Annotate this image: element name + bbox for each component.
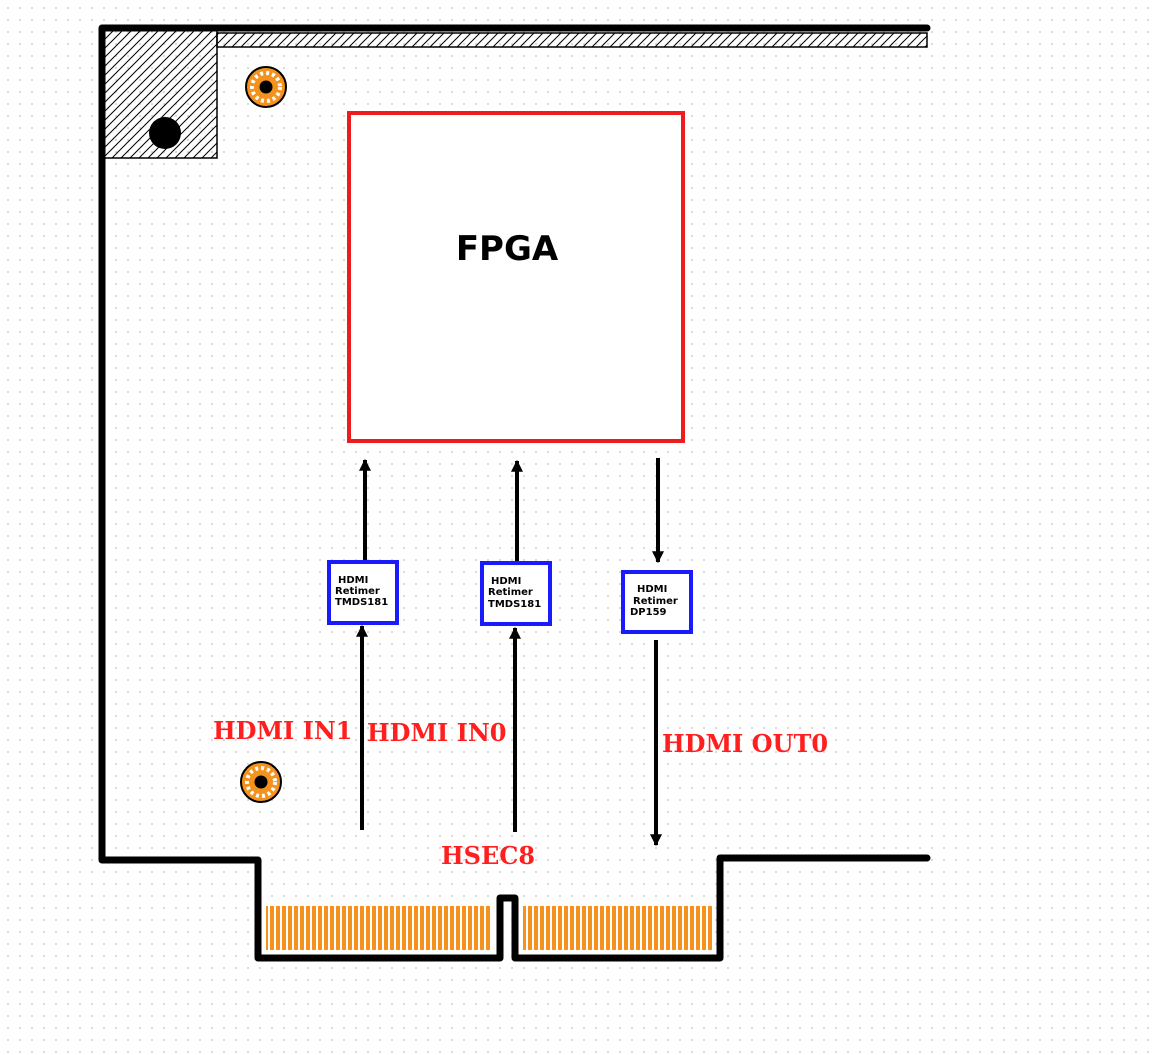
retimer-3-line2: Retimer	[633, 596, 678, 607]
hsec8-connector-label: HSEC8	[441, 841, 535, 870]
standoff-top	[245, 66, 287, 108]
retimer-chip-1: HDMI Retimer TMDS181	[327, 560, 399, 625]
edge-contacts-left	[266, 906, 492, 950]
retimer-1-line2: Retimer	[335, 586, 380, 597]
retimer-2-line3: TMDS181	[488, 599, 541, 610]
retimer-3-line1: HDMI	[637, 584, 667, 595]
hdmi-in0-label: HDMI IN0	[367, 718, 507, 747]
retimer-2-line2: Retimer	[488, 587, 533, 598]
retimer-chip-3: HDMI Retimer DP159	[621, 570, 693, 634]
retimer-chip-2: HDMI Retimer TMDS181	[480, 561, 552, 626]
hatched-top-strip	[216, 32, 928, 48]
corner-mounting-hole	[149, 117, 181, 149]
hdmi-in1-label: HDMI IN1	[213, 716, 353, 745]
retimer-1-line3: TMDS181	[335, 597, 388, 608]
standoff-bottom	[240, 761, 282, 803]
fpga-label: FPGA	[456, 229, 559, 269]
retimer-3-line3: DP159	[630, 607, 667, 618]
retimer-1-line1: HDMI	[338, 575, 368, 586]
retimer-2-line1: HDMI	[491, 576, 521, 587]
board-outline	[98, 24, 931, 962]
edge-contacts-right	[523, 906, 713, 950]
hdmi-out0-label: HDMI OUT0	[662, 729, 828, 758]
fpga-block	[347, 111, 685, 443]
